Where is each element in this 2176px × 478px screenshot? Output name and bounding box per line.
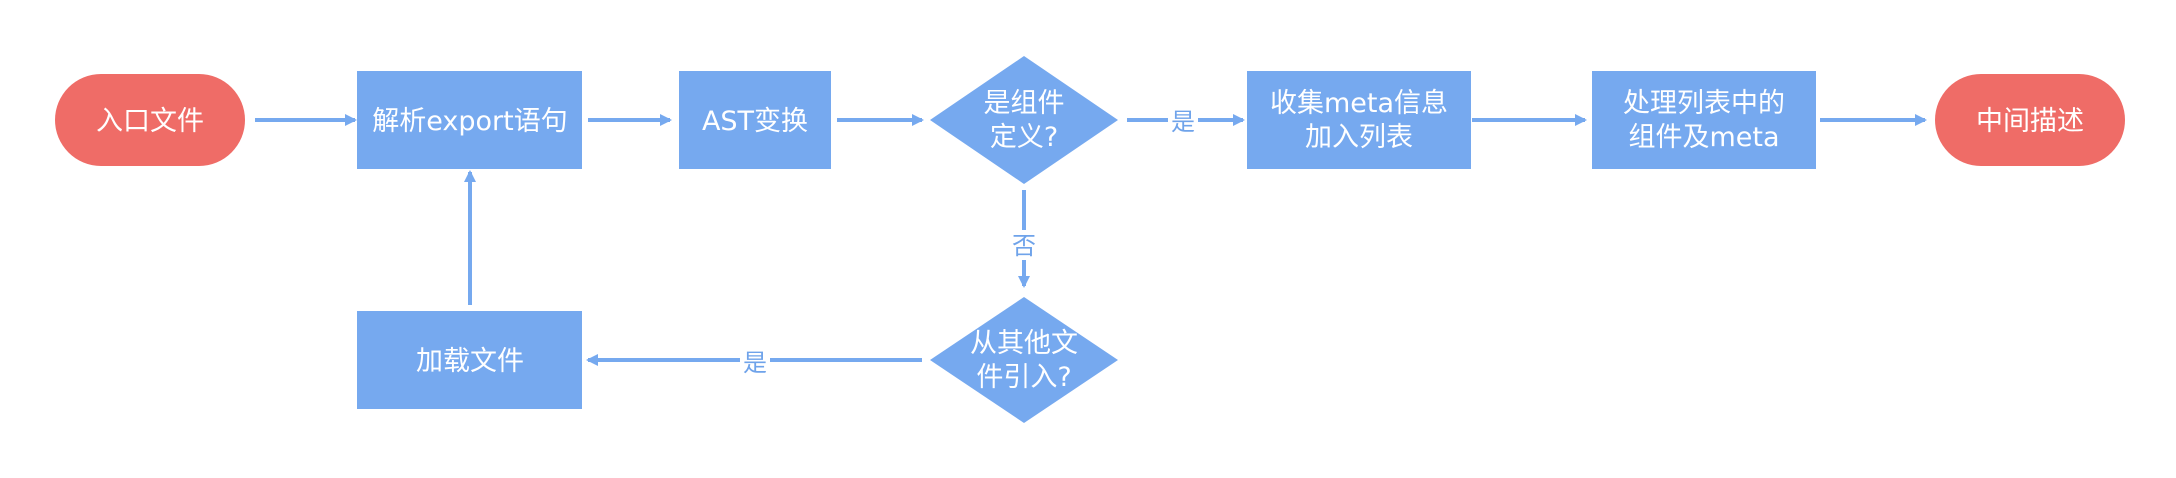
node-ast-transform: AST变换 — [679, 71, 831, 169]
decision-is-component: 是组件 定义? — [930, 56, 1118, 184]
node-parse-export-label: 解析export语句 — [372, 106, 567, 137]
node-process-list-line2: 组件及meta — [1628, 122, 1779, 153]
node-start: 入口文件 — [55, 74, 245, 166]
node-collect-meta-line2: 加入列表 — [1305, 122, 1413, 153]
node-collect-meta: 收集meta信息 加入列表 — [1247, 71, 1471, 169]
edge-label-yes-2: 是 — [743, 349, 767, 377]
decision-is-component-line1: 是组件 — [984, 88, 1065, 119]
decision-from-other-file-line2: 件引入? — [976, 362, 1071, 393]
edge-label-no: 否 — [1012, 232, 1036, 260]
edge-label-yes-1: 是 — [1171, 108, 1195, 136]
node-parse-export: 解析export语句 — [357, 71, 582, 169]
node-load-file: 加载文件 — [357, 311, 582, 409]
decision-from-other-file-line1: 从其他文 — [970, 328, 1078, 359]
decision-from-other-file: 从其他文 件引入? — [930, 297, 1118, 423]
node-end-label: 中间描述 — [1976, 106, 2084, 137]
node-collect-meta-line1: 收集meta信息 — [1270, 88, 1448, 119]
node-process-list: 处理列表中的 组件及meta — [1592, 71, 1816, 169]
node-ast-transform-label: AST变换 — [702, 106, 808, 137]
node-end: 中间描述 — [1935, 74, 2125, 166]
node-load-file-label: 加载文件 — [416, 346, 524, 377]
edge-labels: 是 否 是 — [740, 106, 1198, 377]
edges — [255, 114, 1927, 366]
node-start-label: 入口文件 — [96, 106, 204, 137]
decision-is-component-line2: 定义? — [990, 122, 1058, 153]
node-process-list-line1: 处理列表中的 — [1623, 88, 1785, 119]
